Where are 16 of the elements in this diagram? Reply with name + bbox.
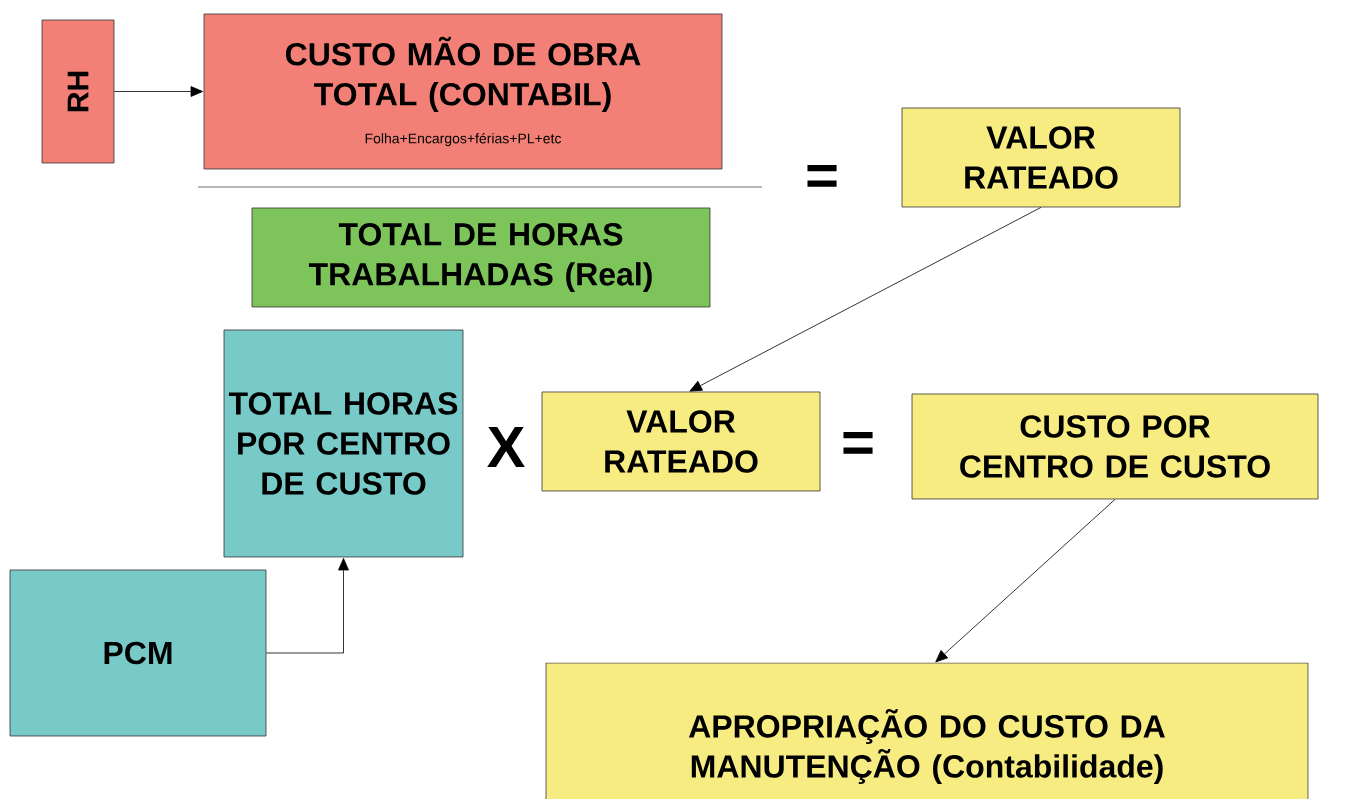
operator-symbol: X — [487, 427, 525, 467]
process-box: PCM — [9, 569, 267, 737]
process-box: RH — [41, 19, 115, 164]
process-box: TOTAL DE HORAS TRABALHADAS (Real) — [251, 207, 711, 308]
process-box: TOTAL HORAS POR CENTRO DE CUSTO — [223, 329, 464, 558]
operator-symbol: = — [807, 164, 837, 187]
operator-symbol: = — [843, 431, 873, 454]
process-box: VALOR RATEADO — [541, 391, 821, 492]
process-box: CUSTO MÃO DE OBRA TOTAL (CONTABIL) Folha+Encargos+férias+PL+etc — [203, 13, 723, 170]
arrow — [935, 499, 1116, 663]
process-box: VALOR RATEADO — [901, 107, 1181, 208]
process-box: APROPRIAÇÃO DO CUSTO DA MANUTENÇÃO (Contabilidade) — [545, 662, 1309, 799]
arrow — [114, 86, 203, 97]
arrow — [266, 558, 349, 654]
process-box: CUSTO POR CENTRO DE CUSTO — [911, 393, 1319, 500]
arrow — [689, 207, 1042, 392]
